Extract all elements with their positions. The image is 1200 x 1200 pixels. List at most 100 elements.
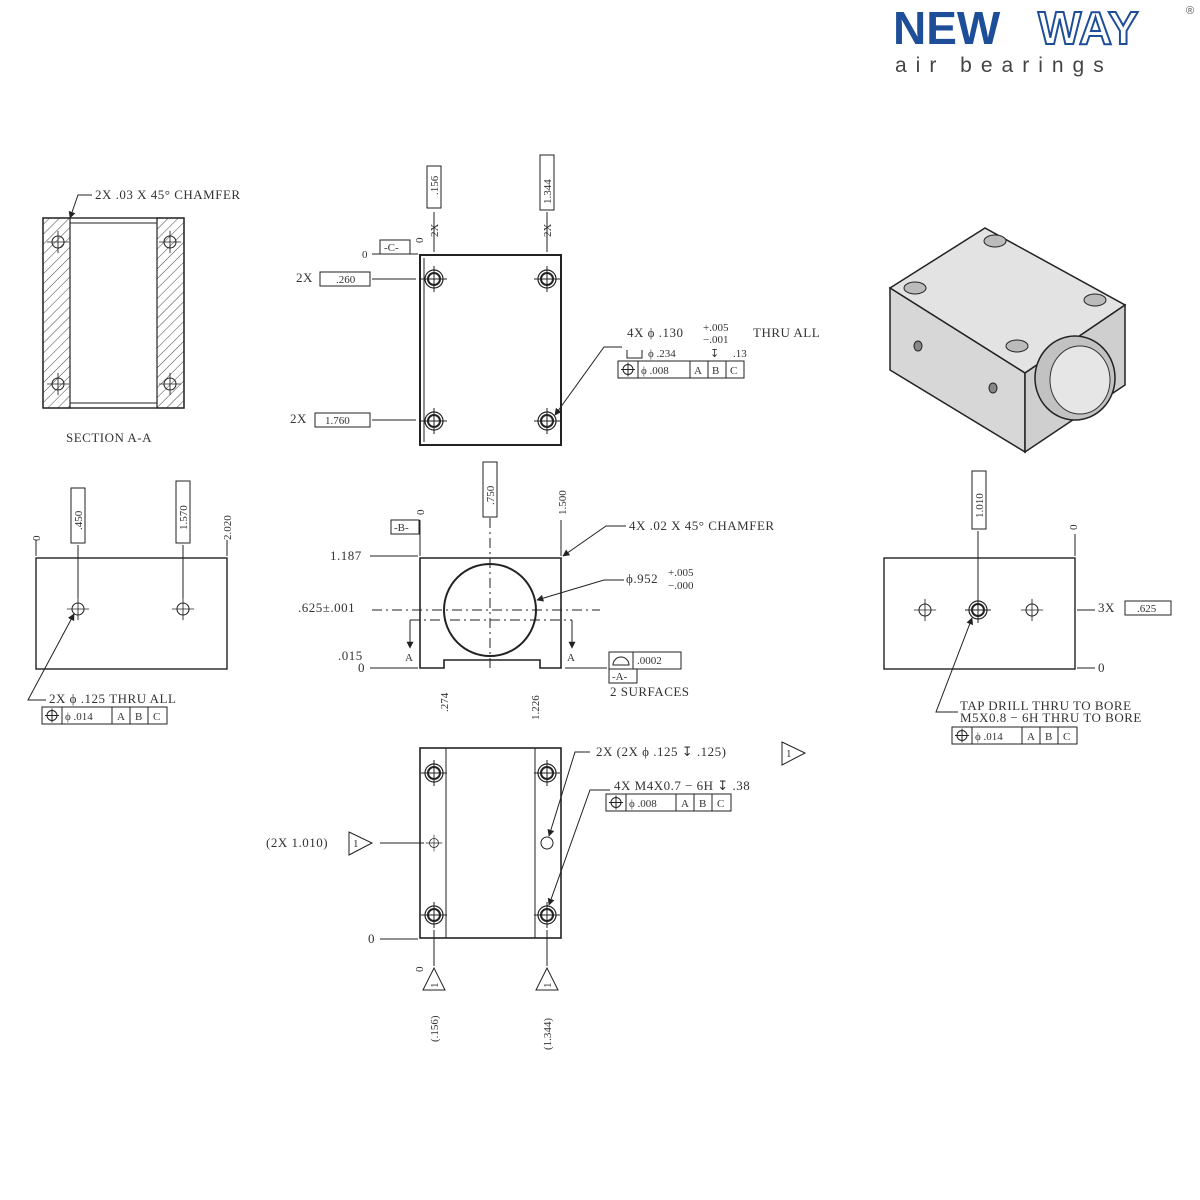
front-dim-450: .450: [73, 510, 85, 530]
bottom-view: 2X (2X ϕ .125 ↧ .125) 1 4X M4X0.7 − 6H ↧…: [266, 741, 807, 1050]
side-hole-marker: [1020, 598, 1044, 622]
side-zero-right: 0: [1098, 660, 1105, 675]
bottom-flag: 1: [786, 748, 792, 760]
bore-leader: [536, 579, 624, 602]
fcf-datum-b: B: [699, 798, 706, 810]
bottom-dim-1344: (1.344): [542, 1018, 554, 1050]
iso-hole: [1005, 339, 1029, 353]
end-dim-750: .750: [485, 485, 497, 505]
flag-triangle-icon: [422, 966, 446, 991]
side-dim-1010: 1.010: [974, 493, 986, 518]
top-row1-value: .260: [336, 274, 356, 286]
bottom-flag-left: 1: [353, 838, 359, 850]
datum-b: -B-: [394, 522, 409, 534]
feature-control-frame: ϕ .014 A B C: [41, 706, 168, 725]
side-dim-625: .625: [1137, 603, 1157, 615]
section-title: SECTION A-A: [66, 430, 152, 445]
iso-bore-inner: [1049, 345, 1111, 415]
front-zero: 0: [31, 535, 43, 541]
logo-brand-way: WAY: [1038, 2, 1139, 54]
front-hole-leader: [27, 613, 75, 701]
fcf-tolerance: ϕ .014: [65, 711, 93, 723]
bottom-flag-a: 1: [429, 983, 441, 989]
pin-hole-marker: [425, 834, 443, 852]
threaded-hole-marker: [533, 901, 561, 929]
end-flatness: .0002: [637, 655, 662, 667]
section-arrow-label-right: A: [567, 652, 575, 664]
iso-hole: [1083, 293, 1107, 307]
iso-hole: [983, 234, 1007, 248]
end-dim-274: .274: [439, 692, 451, 712]
end-view: A A .750 1.500 0 -B- 1.187 .625±.001 .01…: [298, 461, 775, 720]
end-dim-1500: 1.500: [557, 490, 569, 515]
pin-hole: [540, 836, 554, 850]
thread-leader: [547, 789, 610, 906]
chamfer-leader: [68, 194, 92, 219]
end-zero-top: 0: [415, 509, 427, 515]
threaded-hole-marker: [420, 901, 448, 929]
top-hole-tol-minus: −.001: [703, 334, 728, 346]
counterbore-hole-marker: [533, 265, 561, 293]
fcf-datum-c: C: [730, 365, 737, 377]
top-zero: 0: [414, 237, 426, 243]
front-hole-marker: [171, 597, 195, 621]
flag-triangle-icon: [781, 741, 807, 766]
bottom-zero-bottom: 0: [414, 966, 426, 972]
side-hole-marker: [913, 598, 937, 622]
top-hole-thru: THRU ALL: [753, 325, 820, 340]
front-view: 0 .450 1.570 2.020 2X ϕ .125 THRU ALL ϕ …: [27, 480, 234, 725]
datum-c-zero: 0: [362, 249, 368, 261]
bottom-ref-dim: (2X 1.010): [266, 835, 328, 850]
datum-c: -C-: [384, 242, 399, 254]
end-bore-dia: ϕ.952: [626, 571, 658, 586]
fcf-tolerance: ϕ .014: [975, 731, 1003, 743]
feature-control-frame: ϕ .008 A B C: [617, 360, 745, 379]
side-tap-note-2: M5X0.8 − 6H THRU TO BORE: [960, 710, 1142, 725]
end-bore-tol-plus: +.005: [668, 567, 694, 579]
flag-triangle-icon: [535, 966, 559, 991]
bottom-pin-note: 2X (2X ϕ .125 ↧ .125): [596, 744, 726, 759]
front-hole-note: 2X ϕ .125 THRU ALL: [49, 691, 176, 706]
fcf-datum-a: A: [694, 365, 702, 377]
counterbore-hole-marker: [420, 407, 448, 435]
front-hole-marker: [66, 597, 90, 621]
end-dim-1226: 1.226: [530, 695, 542, 720]
threaded-hole-marker: [533, 759, 561, 787]
counterbore-symbol: [626, 350, 643, 359]
top-cbore-note: ϕ .234: [648, 348, 676, 360]
top-hole-note: 4X ϕ .130: [627, 325, 683, 340]
counterbore-hole-marker: [533, 407, 561, 435]
top-dim-156: .156: [429, 175, 441, 195]
end-surfaces-note: 2 SURFACES: [610, 684, 690, 699]
side-tap-note-1: TAP DRILL THRU TO BORE: [960, 698, 1132, 713]
tap-leader: [935, 617, 974, 713]
top-row1-qty: 2X: [296, 270, 313, 285]
end-chamfer-note: 4X .02 X 45° CHAMFER: [629, 518, 775, 533]
fcf-datum-c: C: [153, 711, 160, 723]
bottom-zero-left: 0: [368, 931, 375, 946]
fcf-datum-b: B: [712, 365, 719, 377]
logo-brand-new: NEW: [893, 2, 1001, 54]
side-view: 1.010 0 3X .625 0 TAP DRILL THRU TO BORE…: [883, 470, 1172, 745]
front-dim-2020: 2.020: [222, 515, 234, 540]
fcf-tolerance: ϕ .008: [641, 365, 669, 377]
front-dim-1570: 1.570: [178, 505, 190, 530]
end-bore-tol-minus: −.000: [668, 580, 694, 592]
bottom-dim-156: (.156): [429, 1015, 441, 1042]
counterbore-hole-marker: [420, 265, 448, 293]
iso-side-hole: [913, 340, 923, 352]
top-hole-tol-plus: +.005: [703, 322, 729, 334]
bottom-thread-note: 4X M4X0.7 − 6H ↧ .38: [614, 778, 750, 793]
fcf-datum-a: A: [1027, 731, 1035, 743]
fcf-datum-a: A: [681, 798, 689, 810]
newway-logo: NEW WAY ® air bearings: [893, 1, 1194, 77]
top-qty-right: 2X: [542, 224, 554, 238]
top-dim-1344: 1.344: [542, 179, 554, 204]
logo-tagline: air bearings: [895, 54, 1113, 77]
isometric-bearing-block-picture: [888, 227, 1127, 454]
top-view: .156 1.344 0 2X 2X -C- 0 2X .260 2X 1.76…: [290, 154, 820, 446]
end-zero-bottom: 0: [358, 660, 365, 675]
flag-triangle-icon: [348, 831, 374, 856]
flatness-control-frame: .0002 -A-: [608, 651, 682, 684]
pin-leader: [547, 751, 590, 837]
